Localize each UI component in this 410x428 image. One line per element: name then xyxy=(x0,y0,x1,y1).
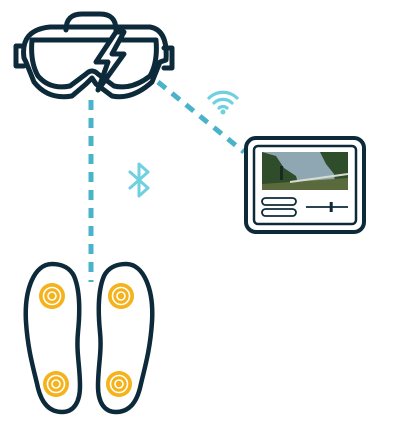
headset-frame xyxy=(21,24,169,100)
bluetooth-icon xyxy=(128,162,150,198)
tablet-input-bar-2[interactable] xyxy=(261,208,297,217)
sensor-right-heel xyxy=(106,371,132,397)
left-insole xyxy=(23,261,83,415)
tablet-input-bar-1[interactable] xyxy=(261,197,297,206)
headset-right-tab xyxy=(161,45,175,71)
vr-headset-icon xyxy=(13,11,175,100)
sensor-left-front xyxy=(39,283,65,309)
lightning-bolt-icon xyxy=(93,29,127,93)
tablet-icon xyxy=(244,136,366,234)
insoles-icon xyxy=(23,261,155,415)
wifi-link-line xyxy=(156,80,246,154)
sensor-right-front xyxy=(108,283,134,309)
tablet-slider-thumb[interactable] xyxy=(329,202,333,212)
headset-left-tab xyxy=(13,43,27,69)
headset-strap xyxy=(63,11,119,33)
tablet-inner-bezel xyxy=(252,144,358,226)
sensor-left-heel xyxy=(43,371,69,397)
wifi-icon xyxy=(207,90,239,115)
headset-visor xyxy=(29,37,159,90)
outdoor-scene-thumbnail xyxy=(262,152,349,190)
